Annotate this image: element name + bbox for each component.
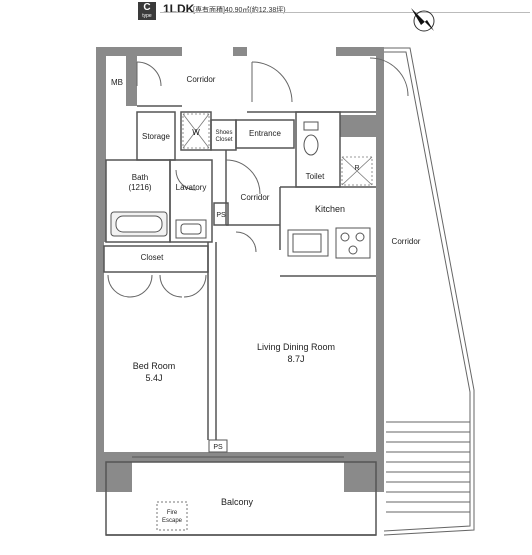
label-ldr: Living Dining Room [257,342,335,352]
label-ps-mid: PS [216,212,226,219]
label-mb: MB [111,78,123,87]
label-corridor-mid: Corridor [241,193,270,202]
area-label: [専有面積]40.90㎡(約12.38坪) [193,7,286,14]
label-storage: Storage [142,132,171,141]
label-bedroom-size: 5.4J [145,373,162,383]
refrigerator-space-icon [341,156,373,186]
label-r: R [354,165,359,172]
type-word: type [142,13,152,19]
label-escape: Escape [162,518,183,524]
stove-icon [335,227,371,259]
outer-corridor [383,47,475,536]
stairs [386,421,470,513]
label-balcony: Balcony [221,497,254,507]
header-rule [160,12,530,13]
label-bedroom: Bed Room [133,361,176,371]
toilet-icon [303,121,319,156]
kitchen-sink-icon [287,229,329,257]
label-shoes: Shoes [215,130,232,136]
label-entrance: Entrance [249,129,282,138]
label-closet: Closet [141,253,164,262]
label-toilet: Toilet [306,172,325,181]
walls [96,47,384,492]
label-closet-small: Closet [215,137,232,143]
label-bath: Bath [132,173,148,182]
label-bath-size: (1216) [128,183,151,192]
fire-escape-hatch-icon [156,501,188,531]
bathtub-icon [110,211,168,237]
label-ps-bottom: PS [213,444,223,451]
type-letter: C [143,2,151,13]
label-kitchen: Kitchen [315,204,345,214]
label-fire: Fire [167,510,178,516]
label-lavatory: Lavatory [176,183,207,192]
room-labels: MB Corridor Storage W Shoes Closet Entra… [111,75,421,524]
door-swings [107,57,409,298]
label-corridor-right: Corridor [392,237,421,246]
label-ldr-size: 8.7J [287,354,304,364]
type-badge: C type [138,2,156,20]
label-w: W [192,128,200,137]
label-corridor-top: Corridor [187,75,216,84]
sink-icon [175,219,207,239]
washer-space-icon [182,113,210,149]
compass-icon [411,8,435,32]
header: C type 1LDK [専有面積]40.90㎡(約12.38坪) [0,0,532,22]
interior-walls [103,105,377,536]
